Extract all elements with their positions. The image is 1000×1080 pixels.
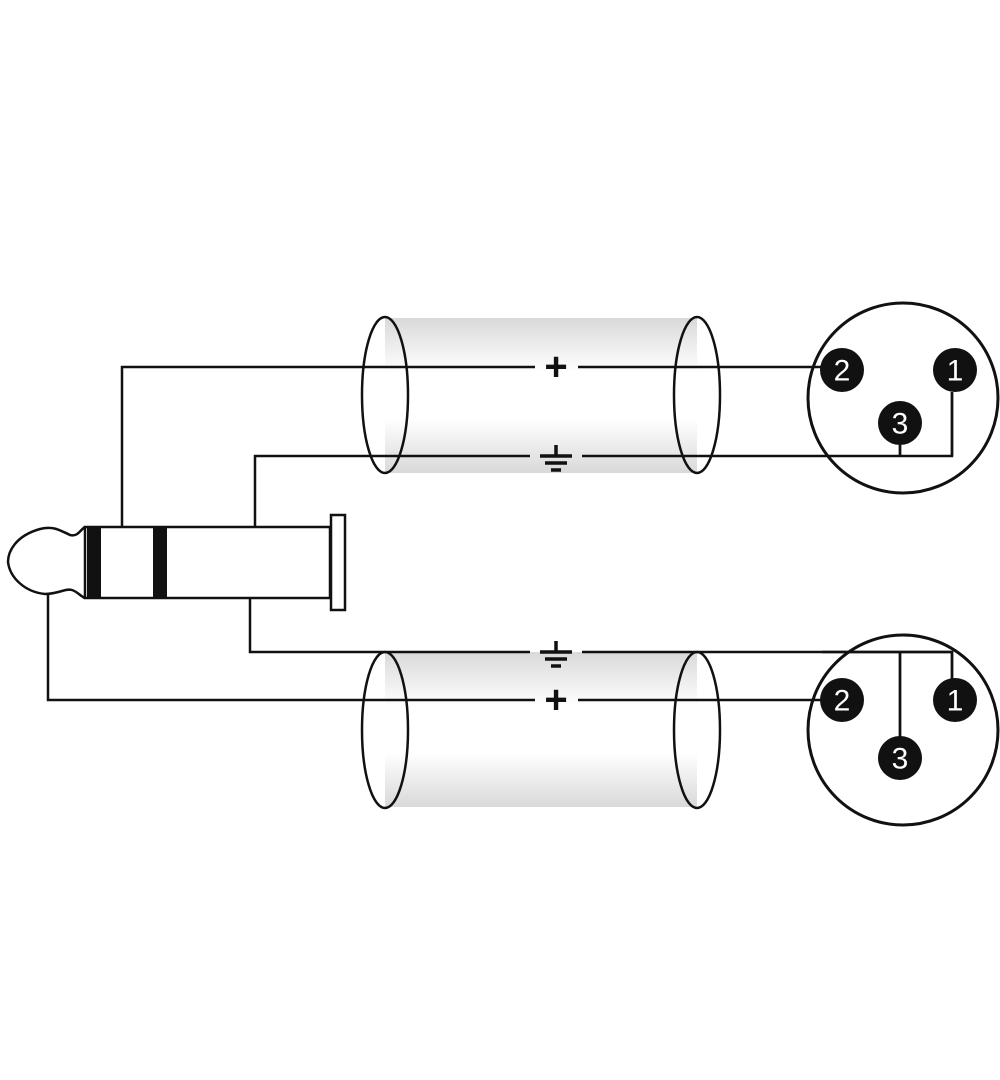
top-signal-wire: [120, 365, 535, 527]
top-plus-sign: +: [544, 345, 567, 389]
sleeve-flange: [329, 513, 347, 612]
pin-1: 1: [947, 685, 964, 718]
top-ground-wire: [253, 454, 530, 527]
pin-3: 3: [892, 743, 909, 776]
ring-band: [153, 527, 167, 598]
bottom-ground-wire: [248, 598, 530, 654]
bottom-ground-icon: [540, 641, 572, 668]
pin-2: 2: [834, 685, 851, 718]
bottom-cable-shield: [360, 650, 722, 810]
pin-1: 1: [947, 355, 964, 388]
pin-3: 3: [892, 408, 909, 441]
xlr-connector-top: 2 1 3: [806, 301, 1000, 495]
pin-2: 2: [834, 355, 851, 388]
bottom-plus-sign: +: [544, 678, 567, 722]
xlr-connector-bottom: 2 1 3: [806, 633, 1000, 827]
stereo-jack-plug: [6, 513, 347, 612]
top-ground-icon: [540, 445, 572, 472]
bottom-signal-wire: [46, 593, 535, 702]
top-cable-shield: [360, 315, 722, 475]
ring-band: [87, 527, 101, 598]
